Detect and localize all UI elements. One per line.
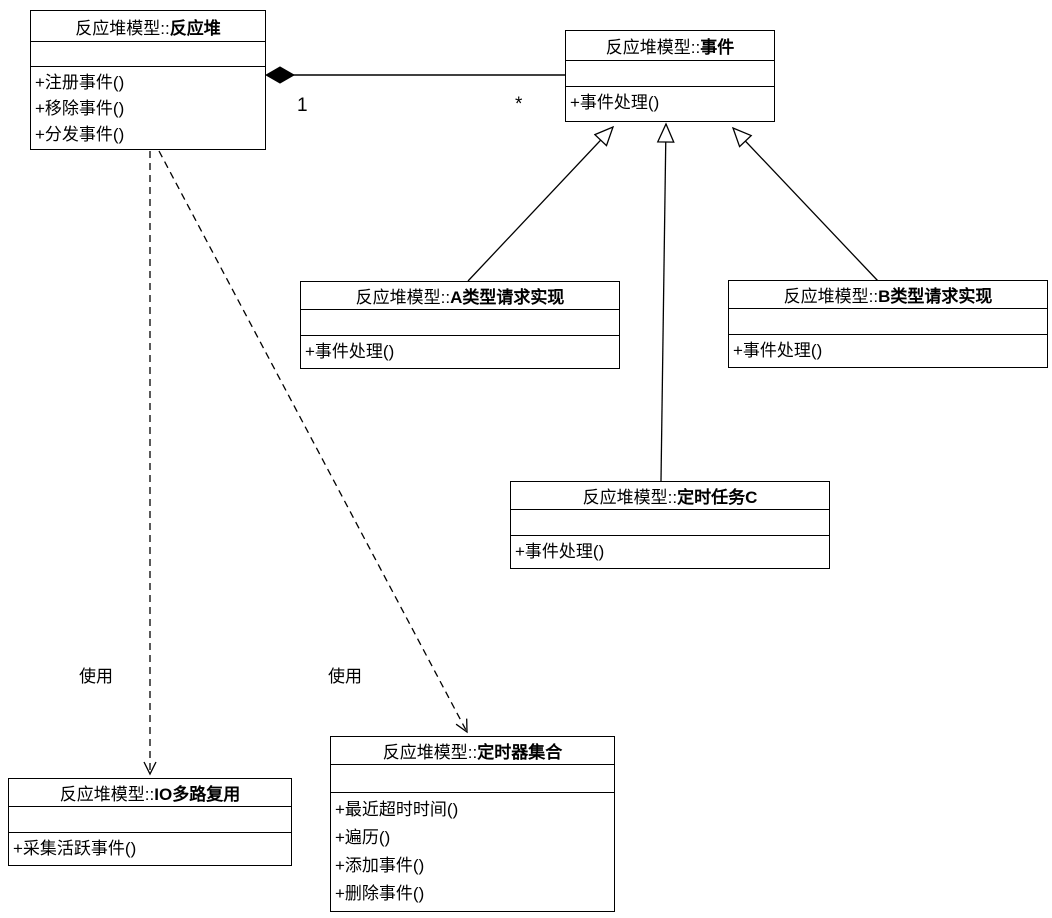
class-event: 反应堆模型::事件 +事件处理() <box>565 30 775 122</box>
composition-diamond <box>264 66 296 84</box>
method-register-event: +注册事件() <box>35 73 125 92</box>
multiplicity-many-label: * <box>515 94 523 115</box>
generalization-line-request-b-event <box>731 126 879 282</box>
class-timer-set-title-prefix: 反应堆模型:: <box>382 743 478 762</box>
class-timer-task-c: 反应堆模型::定时任务C +事件处理() <box>510 481 830 569</box>
class-request-a-title-prefix: 反应堆模型:: <box>355 288 451 307</box>
class-request-b-title-prefix: 反应堆模型:: <box>783 287 879 306</box>
method-dispatch-event: +分发事件() <box>35 125 125 144</box>
class-request-b-title: 反应堆模型::B类型请求实现 <box>729 281 1047 309</box>
class-request-a-title-name: A类型请求实现 <box>450 288 565 307</box>
method-add-event: +添加事件() <box>335 856 425 875</box>
multiplicity-one-label: 1 <box>297 95 308 116</box>
class-reactor: 反应堆模型::反应堆 +注册事件() +移除事件() +分发事件() <box>30 10 266 150</box>
class-timer-task-c-attributes-empty <box>511 510 829 536</box>
class-io-multiplex-attributes-empty <box>9 807 291 833</box>
method-collect-active-events: +采集活跃事件() <box>13 839 137 858</box>
class-reactor-attributes-empty <box>31 42 265 67</box>
class-io-multiplex: 反应堆模型::IO多路复用 +采集活跃事件() <box>8 778 292 866</box>
method-handle-event: +事件处理() <box>305 342 395 361</box>
class-io-multiplex-methods: +采集活跃事件() <box>9 833 291 865</box>
class-io-multiplex-title-prefix: 反应堆模型:: <box>59 785 155 804</box>
class-event-methods: +事件处理() <box>566 87 774 121</box>
dependency-line-reactor-timer-set <box>158 150 468 734</box>
dependency-use-label-right: 使用 <box>328 662 362 687</box>
class-reactor-title-prefix: 反应堆模型:: <box>75 18 170 38</box>
class-event-title-name: 事件 <box>700 38 735 57</box>
class-timer-task-c-title-prefix: 反应堆模型:: <box>582 488 678 507</box>
class-request-b-methods: +事件处理() <box>729 335 1047 367</box>
class-reactor-title: 反应堆模型::反应堆 <box>31 11 265 42</box>
method-handle-event: +事件处理() <box>570 93 660 112</box>
class-request-a-methods: +事件处理() <box>301 336 619 368</box>
dependency-use-label-left: 使用 <box>79 662 113 687</box>
class-request-b-attributes-empty <box>729 309 1047 335</box>
class-timer-set-attributes-empty <box>331 765 614 793</box>
class-timer-task-c-methods: +事件处理() <box>511 536 829 568</box>
method-nearest-timeout: +最近超时时间() <box>335 800 459 819</box>
class-timer-set-methods: +最近超时时间() +遍历() +添加事件() +删除事件() <box>331 793 614 911</box>
class-request-a-attributes-empty <box>301 310 619 336</box>
method-handle-event: +事件处理() <box>515 542 605 561</box>
class-timer-task-c-title-name: 定时任务C <box>677 488 758 507</box>
class-request-a: 反应堆模型::A类型请求实现 +事件处理() <box>300 281 620 369</box>
class-reactor-title-name: 反应堆 <box>169 18 221 38</box>
method-iterate: +遍历() <box>335 828 391 847</box>
class-reactor-methods: +注册事件() +移除事件() +分发事件() <box>31 67 265 149</box>
class-timer-task-c-title: 反应堆模型::定时任务C <box>511 482 829 510</box>
generalization-line-timer-task-c-event <box>656 122 675 482</box>
class-request-a-title: 反应堆模型::A类型请求实现 <box>301 282 619 310</box>
class-event-title-prefix: 反应堆模型:: <box>605 38 701 57</box>
method-handle-event: +事件处理() <box>733 341 823 360</box>
class-request-b-title-name: B类型请求实现 <box>878 287 993 306</box>
class-event-title: 反应堆模型::事件 <box>566 31 774 61</box>
class-io-multiplex-title-name: IO多路复用 <box>154 785 241 804</box>
class-timer-set-title-name: 定时器集合 <box>477 743 563 762</box>
class-timer-set: 反应堆模型::定时器集合 +最近超时时间() +遍历() +添加事件() +删除… <box>330 736 615 912</box>
class-event-attributes-empty <box>566 61 774 87</box>
generalization-line-request-a-event <box>467 125 615 282</box>
class-timer-set-title: 反应堆模型::定时器集合 <box>331 737 614 765</box>
class-io-multiplex-title: 反应堆模型::IO多路复用 <box>9 779 291 807</box>
method-remove-event: +移除事件() <box>35 99 125 118</box>
method-delete-event: +删除事件() <box>335 884 425 903</box>
class-request-b: 反应堆模型::B类型请求实现 +事件处理() <box>728 280 1048 368</box>
